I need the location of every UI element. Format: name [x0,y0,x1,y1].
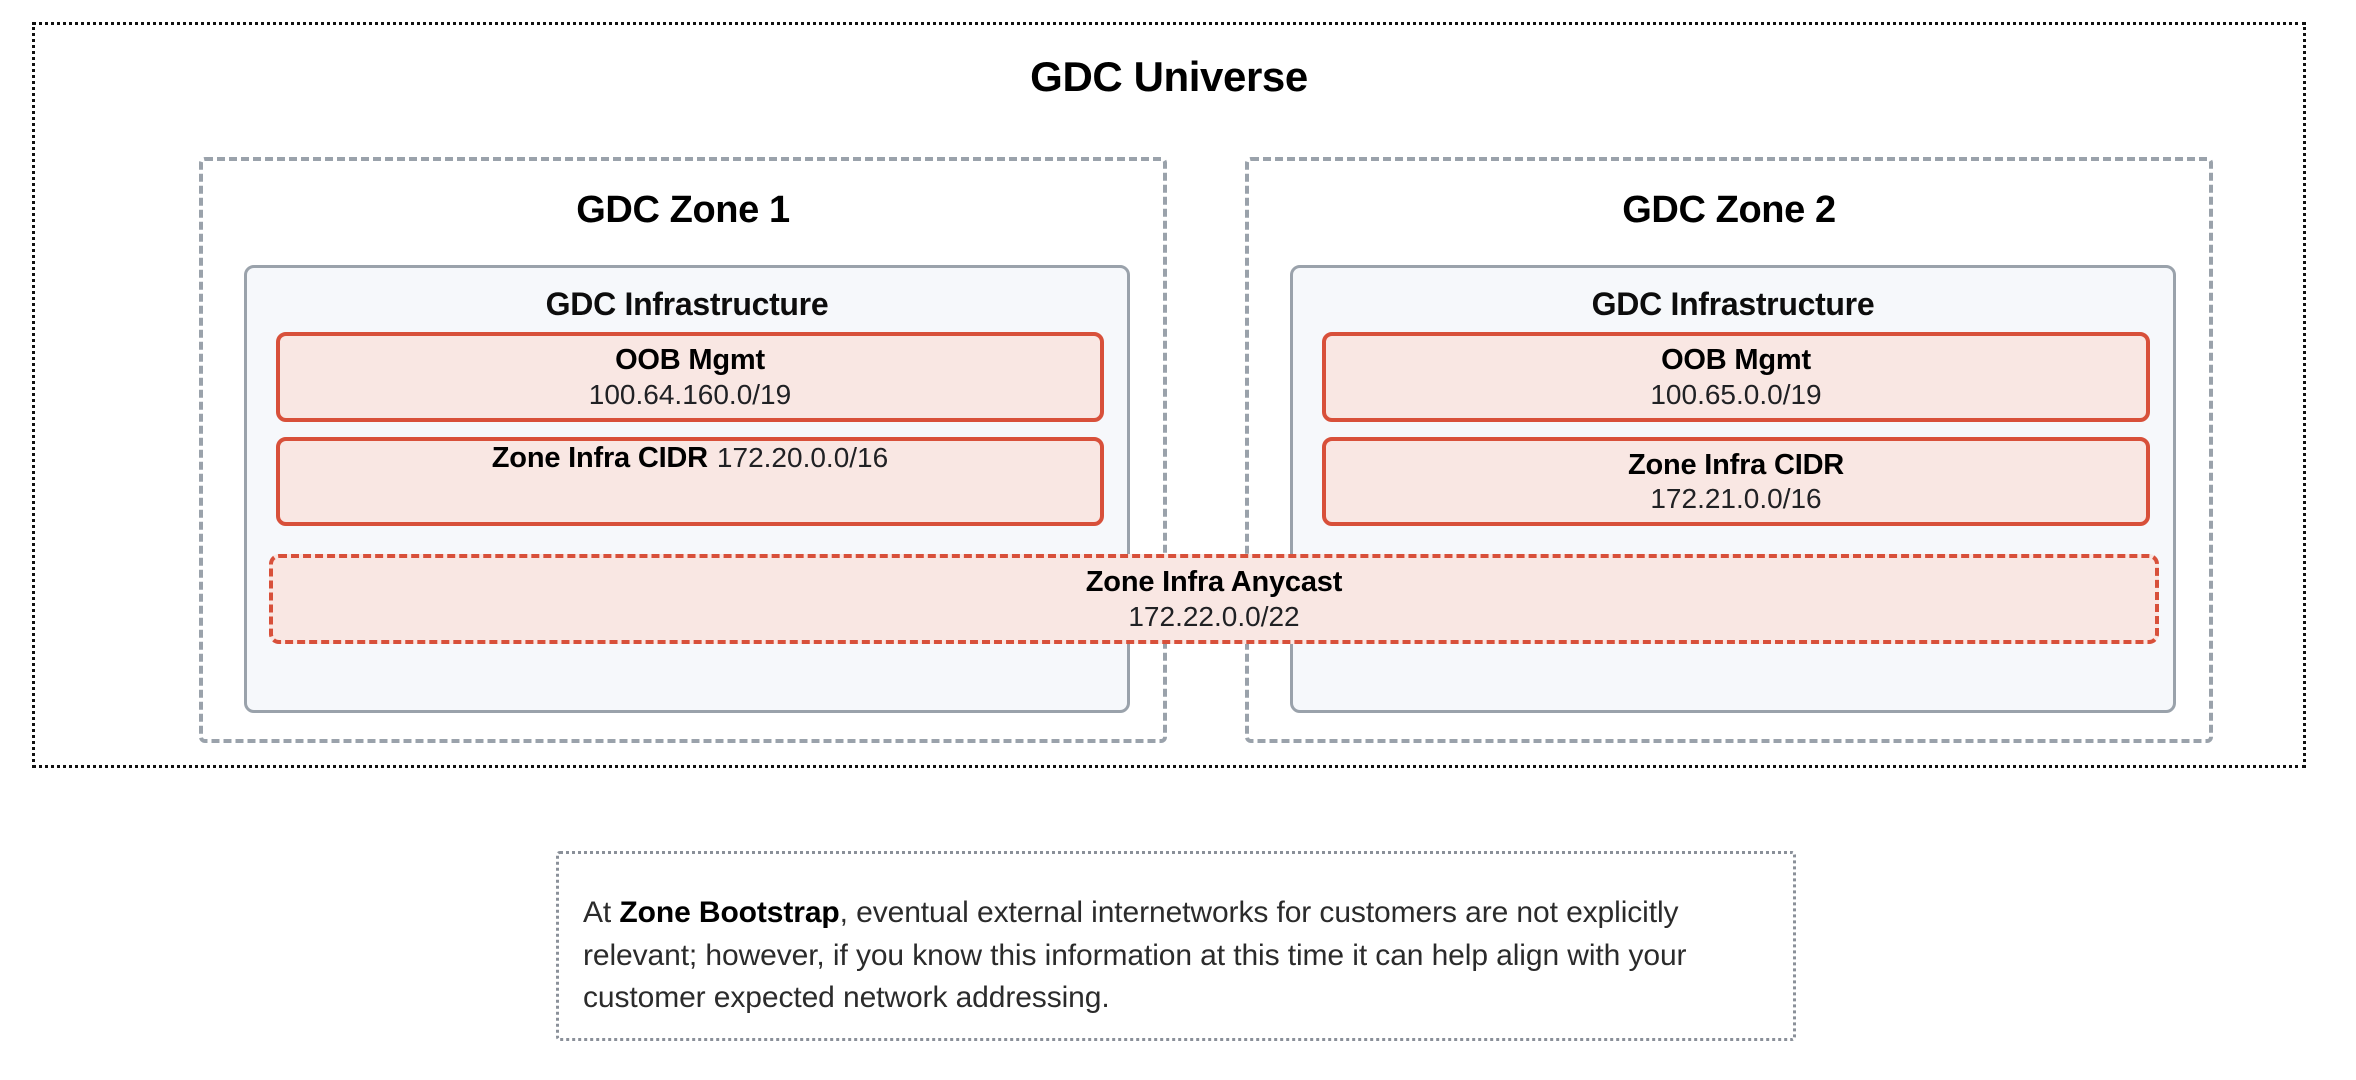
zone-infra-anycast-label: Zone Infra Anycast [1085,566,1343,599]
gdc-zone-2-title: GDC Zone 2 [1622,189,1836,231]
gdc-universe-container: GDC Universe GDC Zone 1 GDC Infrastructu… [32,22,2306,768]
gdc-zone-1-infrastructure-title: GDC Infrastructure [545,286,829,322]
zone-2-oob-mgmt-block: OOB Mgmt 100.65.0.0/19 [1322,332,2150,422]
zone-infra-anycast-value: 172.22.0.0/22 [1128,600,1300,632]
zone-2-infra-cidr-value: 172.21.0.0/16 [1650,483,1822,515]
gdc-zone-1-title: GDC Zone 1 [576,189,790,231]
zone-1-oob-mgmt-label: OOB Mgmt [615,344,765,377]
zone-1-oob-mgmt-block: OOB Mgmt 100.64.160.0/19 [276,332,1104,422]
zone-1-infra-cidr-value: 172.20.0.0/16 [716,442,889,473]
zone-2-infra-cidr-block: Zone Infra CIDR 172.21.0.0/16 [1322,437,2150,526]
zone-1-infra-cidr-block: Zone Infra CIDR 172.20.0.0/16 [276,437,1104,526]
zone-2-infra-cidr-label: Zone Infra CIDR [1627,448,1845,481]
zone-bootstrap-note-text: At Zone Bootstrap, eventual external int… [583,896,1687,1015]
zone-bootstrap-note-callout: At Zone Bootstrap, eventual external int… [556,851,1796,1041]
zone-1-infra-cidr-label: Zone Infra CIDR [491,442,708,474]
zone-infra-anycast-block: Zone Infra Anycast 172.22.0.0/22 [269,554,2159,644]
gdc-zone-2-container: GDC Zone 2 GDC Infrastructure OOB Mgmt 1… [1245,157,2213,743]
gdc-universe-title: GDC Universe [1030,53,1308,100]
gdc-zone-2-infrastructure-title: GDC Infrastructure [1591,286,1875,322]
gdc-zone-2-infrastructure-panel: GDC Infrastructure OOB Mgmt 100.65.0.0/1… [1290,265,2176,713]
zone-2-oob-mgmt-value: 100.65.0.0/19 [1650,378,1822,410]
zone-2-oob-mgmt-label: OOB Mgmt [1661,344,1811,377]
gdc-zone-1-infrastructure-panel: GDC Infrastructure OOB Mgmt 100.64.160.0… [244,265,1130,713]
gdc-zone-1-container: GDC Zone 1 GDC Infrastructure OOB Mgmt 1… [199,157,1167,743]
zone-1-oob-mgmt-value: 100.64.160.0/19 [588,378,792,410]
